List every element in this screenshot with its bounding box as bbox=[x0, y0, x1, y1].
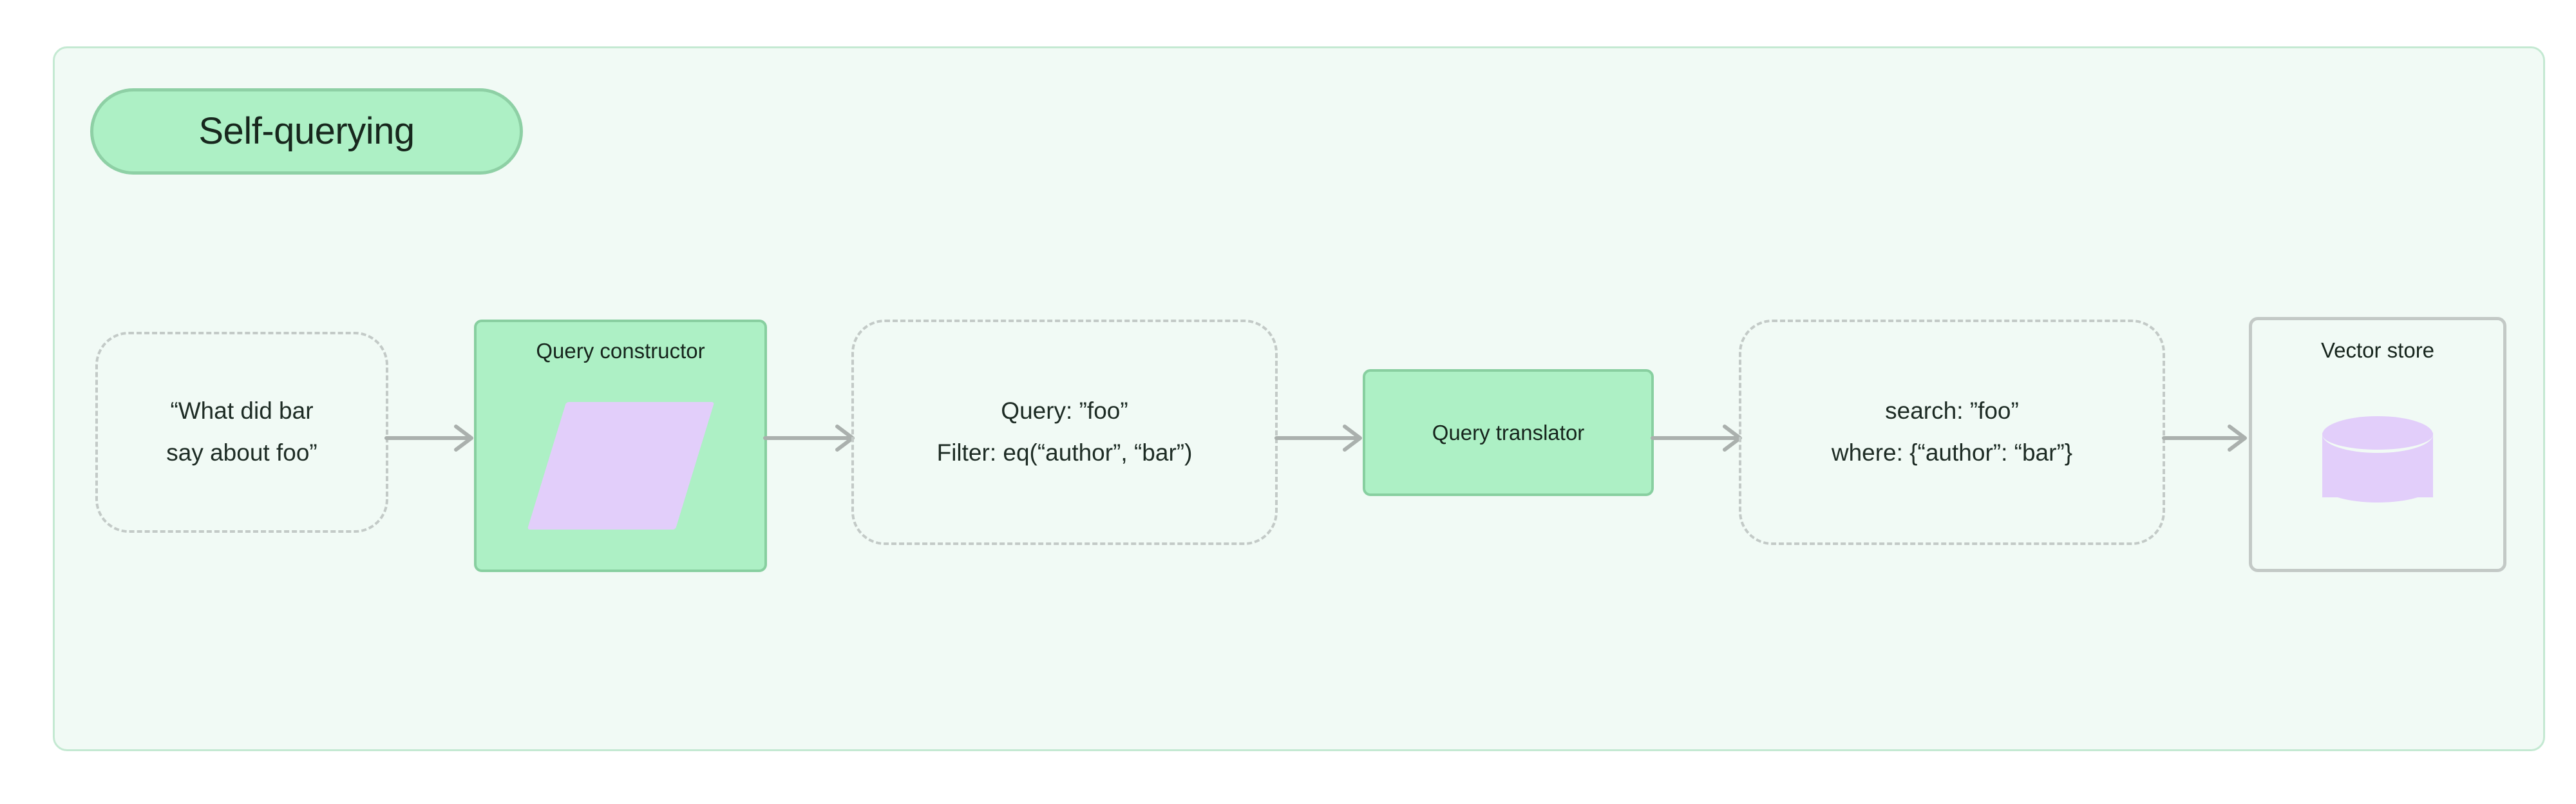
node-structured-query-line-1: Query: ”foo” bbox=[1001, 397, 1128, 425]
node-translated-query[interactable]: search: ”foo” where: {“author”: “bar”} bbox=[1739, 320, 2165, 545]
node-query-constructor-label: Query constructor bbox=[536, 339, 705, 363]
node-vector-store-label: Vector store bbox=[2320, 338, 2435, 362]
node-user-question-text: “What did bar say about foo” bbox=[166, 397, 317, 466]
parallelogram-icon bbox=[527, 401, 714, 530]
subgraph-title-label: Self-querying bbox=[198, 110, 415, 152]
cylinder-bottom-cap bbox=[2322, 468, 2433, 503]
edge-user-question-to-query-constructor bbox=[384, 425, 477, 452]
edge-query-constructor-to-structured-query bbox=[763, 425, 858, 452]
cylinder-top-cap bbox=[2322, 416, 2433, 453]
node-translated-query-line-2: where: {“author”: “bar”} bbox=[1831, 439, 2073, 466]
node-user-question-line-2: say about foo” bbox=[166, 439, 317, 466]
node-structured-query-line-2: Filter: eq(“author”, “bar”) bbox=[936, 439, 1193, 466]
node-structured-query-text: Query: ”foo” Filter: eq(“author”, “bar”) bbox=[936, 397, 1193, 466]
node-translated-query-text: search: ”foo” where: {“author”: “bar”} bbox=[1831, 397, 2073, 466]
node-query-translator[interactable]: Query translator bbox=[1363, 369, 1654, 496]
database-cylinder-icon bbox=[2322, 416, 2433, 514]
node-query-translator-label: Query translator bbox=[1432, 421, 1585, 445]
subgraph-title-badge: Self-querying bbox=[90, 88, 523, 175]
node-user-question[interactable]: “What did bar say about foo” bbox=[95, 332, 388, 533]
edge-translated-query-to-vector-store bbox=[2162, 425, 2250, 452]
node-structured-query[interactable]: Query: ”foo” Filter: eq(“author”, “bar”) bbox=[851, 320, 1278, 545]
node-translated-query-line-1: search: ”foo” bbox=[1885, 397, 2019, 425]
node-query-constructor[interactable]: Query constructor bbox=[474, 320, 767, 572]
node-vector-store[interactable]: Vector store bbox=[2249, 317, 2506, 572]
edge-query-translator-to-translated-query bbox=[1651, 425, 1745, 452]
edge-structured-query-to-query-translator bbox=[1274, 425, 1365, 452]
node-user-question-line-1: “What did bar bbox=[170, 397, 314, 425]
